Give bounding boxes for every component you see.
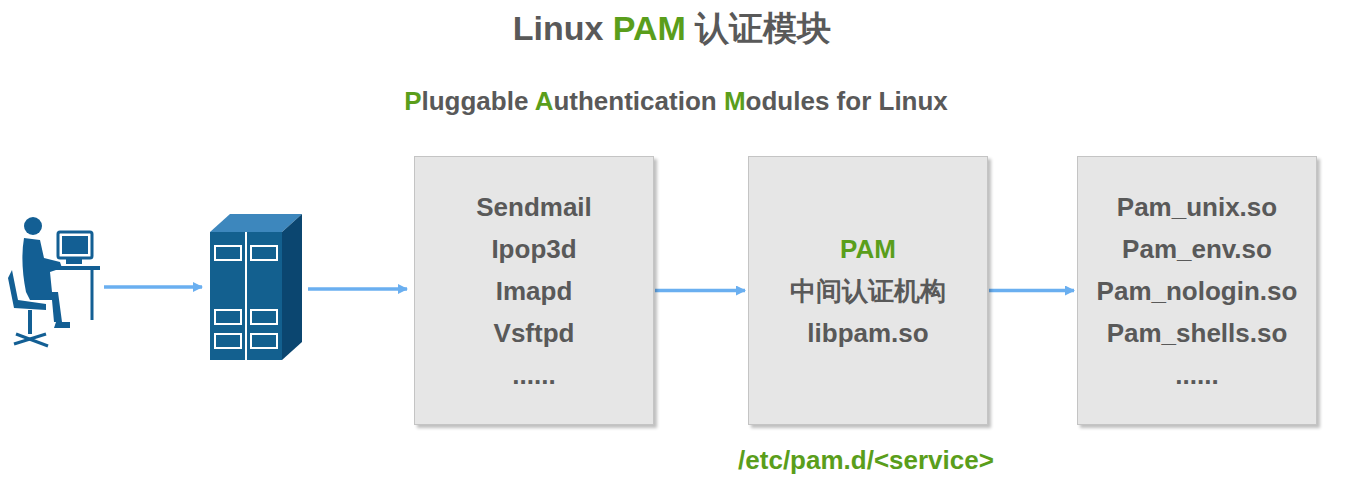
box-text: Ipop3d (491, 228, 576, 270)
diagram-title: Linux PAM 认证模块 (513, 8, 832, 48)
box-text: ...... (1175, 354, 1218, 396)
flow-arrow (104, 285, 202, 289)
box-text: libpam.so (807, 312, 928, 354)
box-text: Pam_nologin.so (1097, 270, 1298, 312)
process-box: PAM中间认证机构libpam.so (748, 156, 988, 425)
box-text: Pam_shells.so (1107, 312, 1288, 354)
user-icon (8, 217, 100, 346)
server-icon (210, 214, 302, 360)
flow-arrow (308, 287, 407, 291)
flow-arrow (989, 289, 1074, 293)
box-text: ...... (512, 354, 555, 396)
box-text: 中间认证机构 (790, 270, 946, 312)
box-text: Vsftpd (494, 312, 575, 354)
box-text: Imapd (496, 270, 573, 312)
box-text: Pam_unix.so (1117, 186, 1277, 228)
box-text: PAM (840, 228, 896, 270)
process-box: Pam_unix.soPam_env.soPam_nologin.soPam_s… (1077, 156, 1317, 425)
box-text: Sendmail (476, 186, 592, 228)
subtitle-label: Pluggable Authentication Modules for Lin… (404, 85, 948, 117)
flow-arrow (655, 289, 745, 293)
process-box: SendmailIpop3dImapdVsftpd...... (414, 156, 654, 425)
path-label: /etc/pam.d/<service> (738, 444, 994, 476)
box-text: Pam_env.so (1122, 228, 1272, 270)
